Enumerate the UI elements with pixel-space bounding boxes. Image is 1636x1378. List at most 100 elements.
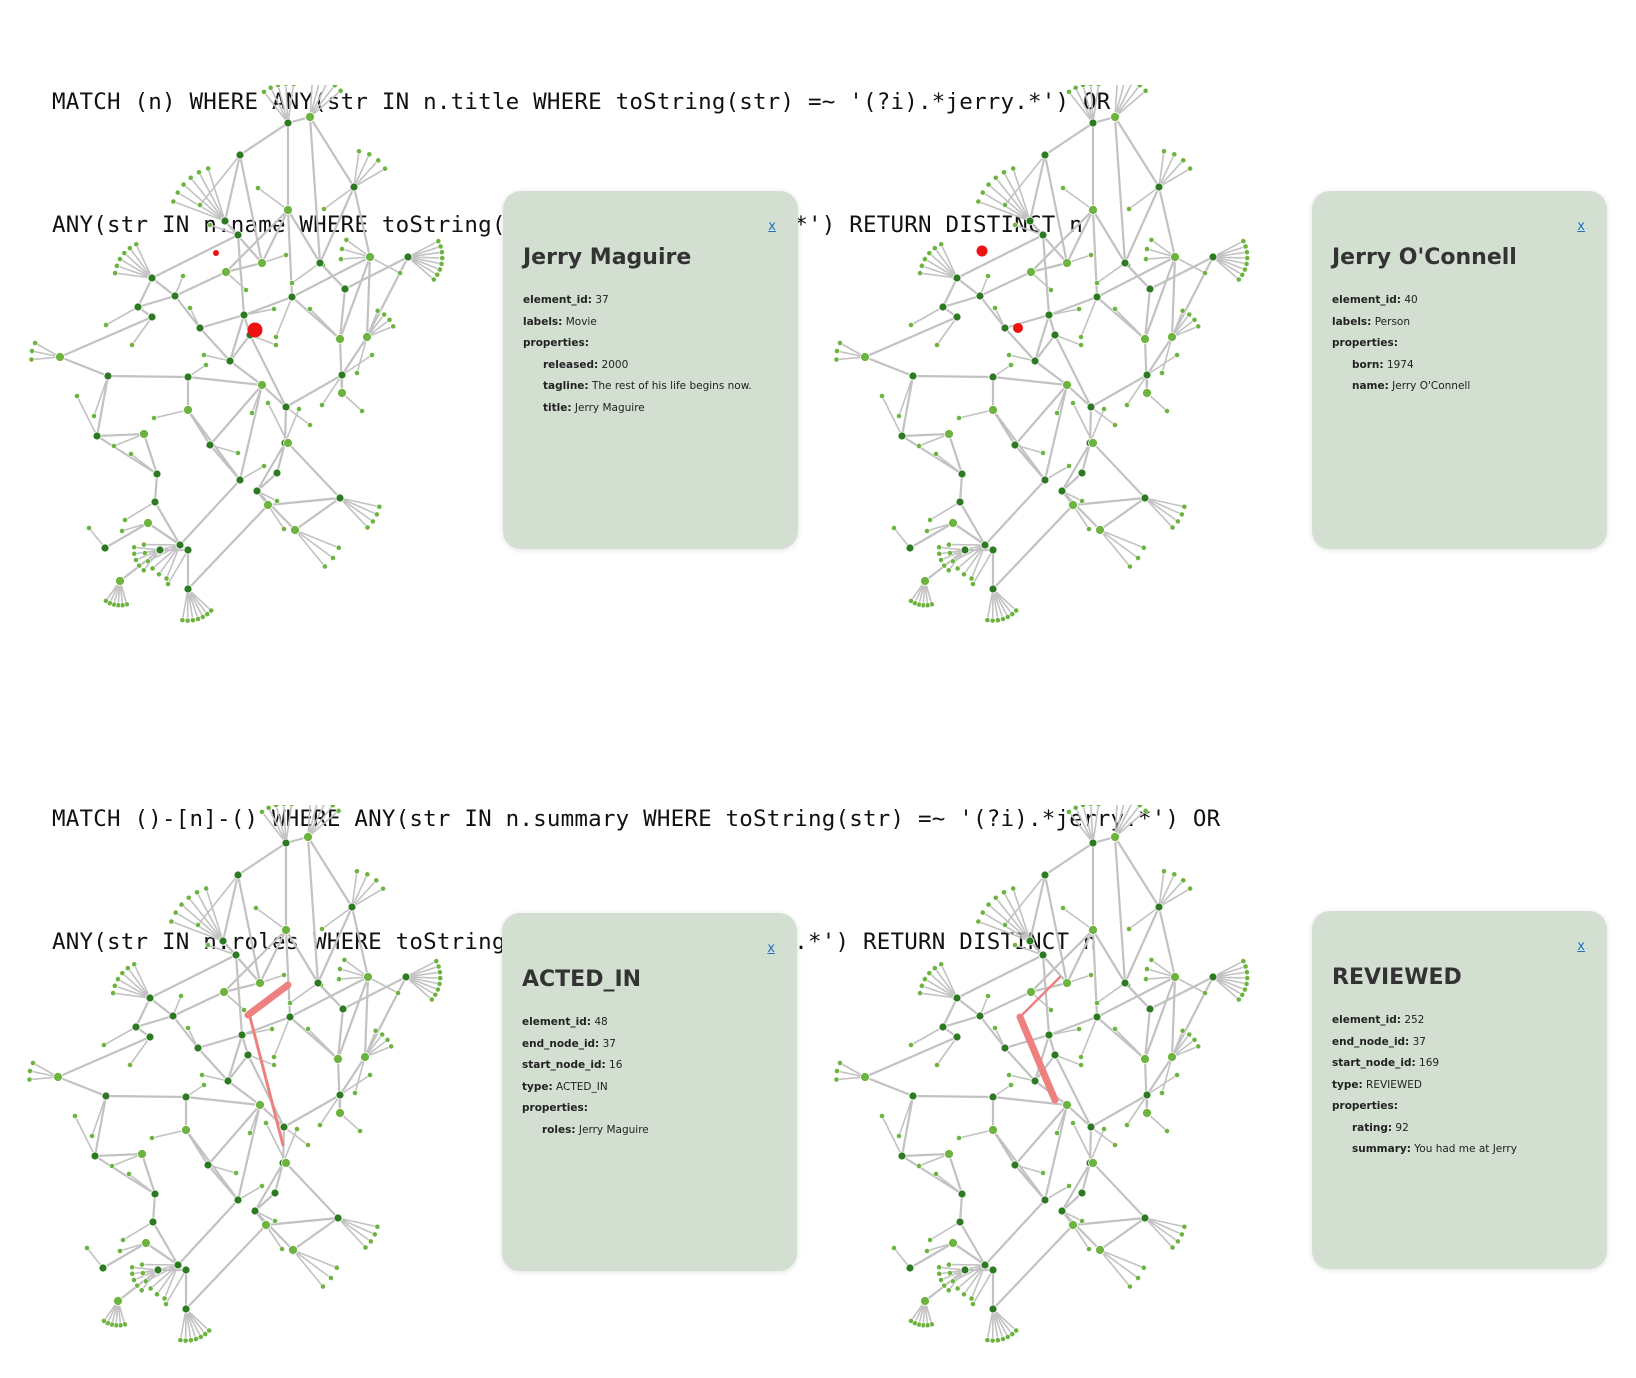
graph-edge[interactable]	[208, 443, 242, 482]
graph-node[interactable]	[218, 936, 228, 946]
graph-edge[interactable]	[1096, 982, 1126, 1004]
graph-edge[interactable]	[1212, 251, 1248, 258]
graph-edge[interactable]	[1044, 1185, 1070, 1201]
graph-edge[interactable]	[1170, 975, 1215, 1059]
graph-edge[interactable]	[337, 1217, 376, 1236]
graph-node[interactable]	[1038, 230, 1048, 240]
graph-edge[interactable]	[104, 1094, 188, 1099]
graph-edge[interactable]	[1004, 154, 1046, 206]
graph-node[interactable]	[1124, 402, 1130, 408]
graph-node[interactable]	[834, 348, 840, 354]
graph-edge[interactable]	[153, 500, 182, 547]
graph-node[interactable]	[1142, 1090, 1152, 1100]
graph-node[interactable]	[1135, 555, 1141, 561]
graph-node[interactable]	[337, 966, 343, 972]
graph-edge[interactable]	[196, 1046, 230, 1083]
related-highlight-node[interactable]	[1013, 323, 1023, 333]
graph-edge[interactable]	[196, 1033, 244, 1050]
graph-edge[interactable]	[992, 588, 1017, 612]
graph-edge[interactable]	[1144, 497, 1174, 528]
graph-edge[interactable]	[407, 256, 442, 265]
graph-node[interactable]	[1120, 978, 1130, 988]
graph-node[interactable]	[134, 1282, 141, 1289]
graph-node[interactable]	[92, 431, 102, 441]
graph-edge[interactable]	[116, 265, 153, 279]
graph-node[interactable]	[181, 1304, 191, 1314]
graph-edge[interactable]	[340, 335, 369, 377]
graph-node[interactable]	[1154, 902, 1164, 912]
graph-node[interactable]	[341, 956, 348, 963]
graph-edge[interactable]	[1060, 471, 1084, 493]
graph-node[interactable]	[90, 1151, 100, 1161]
graph-edge[interactable]	[111, 1153, 143, 1167]
graph-node[interactable]	[1241, 986, 1248, 993]
graph-edge[interactable]	[307, 805, 334, 838]
graph-node[interactable]	[946, 550, 953, 557]
graph-node[interactable]	[181, 1125, 191, 1135]
graph-edge[interactable]	[337, 1217, 367, 1248]
graph-node[interactable]	[121, 250, 128, 257]
graph-edge[interactable]	[958, 1192, 964, 1224]
graph-node[interactable]	[101, 1042, 107, 1048]
graph-node[interactable]	[290, 85, 297, 88]
graph-edge[interactable]	[1043, 153, 1069, 265]
graph-edge[interactable]	[1113, 835, 1127, 985]
graph-node[interactable]	[359, 408, 365, 414]
graph-edge[interactable]	[130, 453, 158, 475]
graph-node[interactable]	[235, 475, 245, 485]
graph-view-acted-in[interactable]	[18, 805, 488, 1375]
graph-node[interactable]	[1000, 1336, 1006, 1342]
graph-node[interactable]	[220, 216, 230, 226]
graph-node[interactable]	[335, 1090, 345, 1100]
graph-edge[interactable]	[258, 928, 288, 985]
graph-edge[interactable]	[150, 1264, 179, 1290]
graph-node[interactable]	[1088, 972, 1094, 978]
graph-node[interactable]	[918, 982, 925, 989]
graph-edge[interactable]	[201, 1074, 229, 1082]
graph-edge[interactable]	[261, 811, 287, 844]
graph-node[interactable]	[403, 252, 413, 262]
graph-node[interactable]	[1142, 388, 1152, 398]
graph-edge[interactable]	[963, 1264, 986, 1295]
graph-edge[interactable]	[1098, 1216, 1147, 1252]
graph-edge[interactable]	[1012, 888, 1031, 942]
graph-edge[interactable]	[198, 171, 226, 222]
graph-node[interactable]	[233, 870, 243, 880]
graph-edge[interactable]	[316, 905, 354, 985]
graph-node[interactable]	[32, 340, 38, 346]
graph-node[interactable]	[970, 1301, 976, 1307]
graph-node[interactable]	[152, 469, 162, 479]
graph-edge[interactable]	[318, 185, 356, 265]
graph-node[interactable]	[369, 518, 376, 525]
graph-node[interactable]	[1186, 311, 1193, 318]
graph-node[interactable]	[984, 1337, 991, 1344]
graph-node[interactable]	[129, 1264, 136, 1271]
graph-node[interactable]	[1062, 978, 1072, 988]
graph-node[interactable]	[144, 558, 151, 565]
graph-node[interactable]	[275, 85, 281, 88]
graph-edge[interactable]	[1143, 975, 1177, 1061]
graph-node[interactable]	[1025, 216, 1035, 226]
graph-node[interactable]	[1240, 958, 1247, 965]
graph-edge[interactable]	[339, 1074, 371, 1096]
graph-edge[interactable]	[1144, 1217, 1174, 1248]
graph-node[interactable]	[949, 558, 956, 565]
graph-edge[interactable]	[1128, 906, 1160, 930]
graph-edge[interactable]	[918, 1153, 950, 1167]
graph-node[interactable]	[177, 1337, 184, 1344]
graph-edge[interactable]	[929, 501, 961, 521]
graph-edge[interactable]	[253, 1161, 285, 1213]
graph-edge[interactable]	[1053, 1053, 1093, 1129]
graph-edge[interactable]	[1080, 1161, 1092, 1195]
graph-edge[interactable]	[1080, 296, 1098, 338]
graph-edge[interactable]	[1065, 928, 1095, 985]
graph-edge[interactable]	[1114, 85, 1125, 118]
graph-node[interactable]	[944, 429, 954, 439]
graph-node[interactable]	[1243, 260, 1250, 267]
graph-edge[interactable]	[222, 981, 262, 994]
graph-node[interactable]	[1054, 1130, 1060, 1136]
graph-node[interactable]	[1000, 616, 1006, 622]
graph-view-reviewed[interactable]	[825, 805, 1295, 1375]
graph-edge[interactable]	[929, 1221, 961, 1241]
graph-node[interactable]	[1145, 284, 1155, 294]
